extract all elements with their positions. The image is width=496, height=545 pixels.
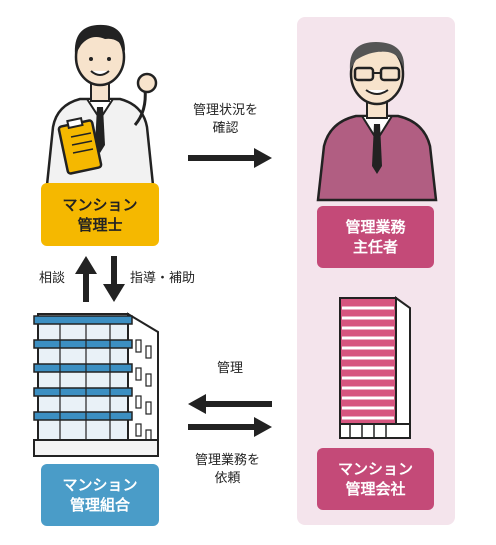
manager-label-line1: 管理業務 [345, 218, 406, 236]
entrust-caption-line2: 依頼 [214, 471, 241, 486]
advisor-label-line1: マンション [62, 195, 138, 214]
company-building-icon [339, 296, 411, 439]
guidance-arrow-down [103, 256, 125, 302]
association-label-line2: 管理組合 [69, 496, 130, 514]
check-caption-line2: 確認 [212, 121, 239, 136]
check-arrow [188, 148, 272, 168]
association-label: マンション 管理組合 [41, 464, 159, 526]
entrust-caption: 管理業務を 依頼 [175, 452, 280, 488]
apartment-building-icon [33, 312, 159, 457]
check-caption-line1: 管理状況を [192, 103, 258, 118]
consult-caption: 相談 [38, 271, 65, 286]
entrust-caption-line1: 管理業務を [194, 453, 260, 468]
advisor-label-line2: 管理士 [77, 215, 123, 234]
manager-label: 管理業務 主任者 [317, 206, 434, 268]
company-label-line1: マンション [337, 460, 413, 478]
guidance-caption: 指導・補助 [130, 271, 196, 286]
entrust-arrow-right [188, 417, 272, 437]
association-label-line1: マンション [62, 476, 138, 494]
consult-arrow-up [75, 256, 97, 302]
manage-caption: 管理 [216, 361, 243, 376]
manager-label-line2: 主任者 [352, 238, 398, 256]
check-caption: 管理状況を 確認 [178, 102, 273, 138]
advisor-person-icon [45, 24, 158, 187]
manager-person-icon [316, 42, 438, 202]
company-label: マンション 管理会社 [317, 448, 434, 510]
manage-arrow-left [188, 394, 272, 414]
advisor-label: マンション 管理士 [41, 183, 159, 246]
company-label-line2: 管理会社 [345, 480, 406, 498]
